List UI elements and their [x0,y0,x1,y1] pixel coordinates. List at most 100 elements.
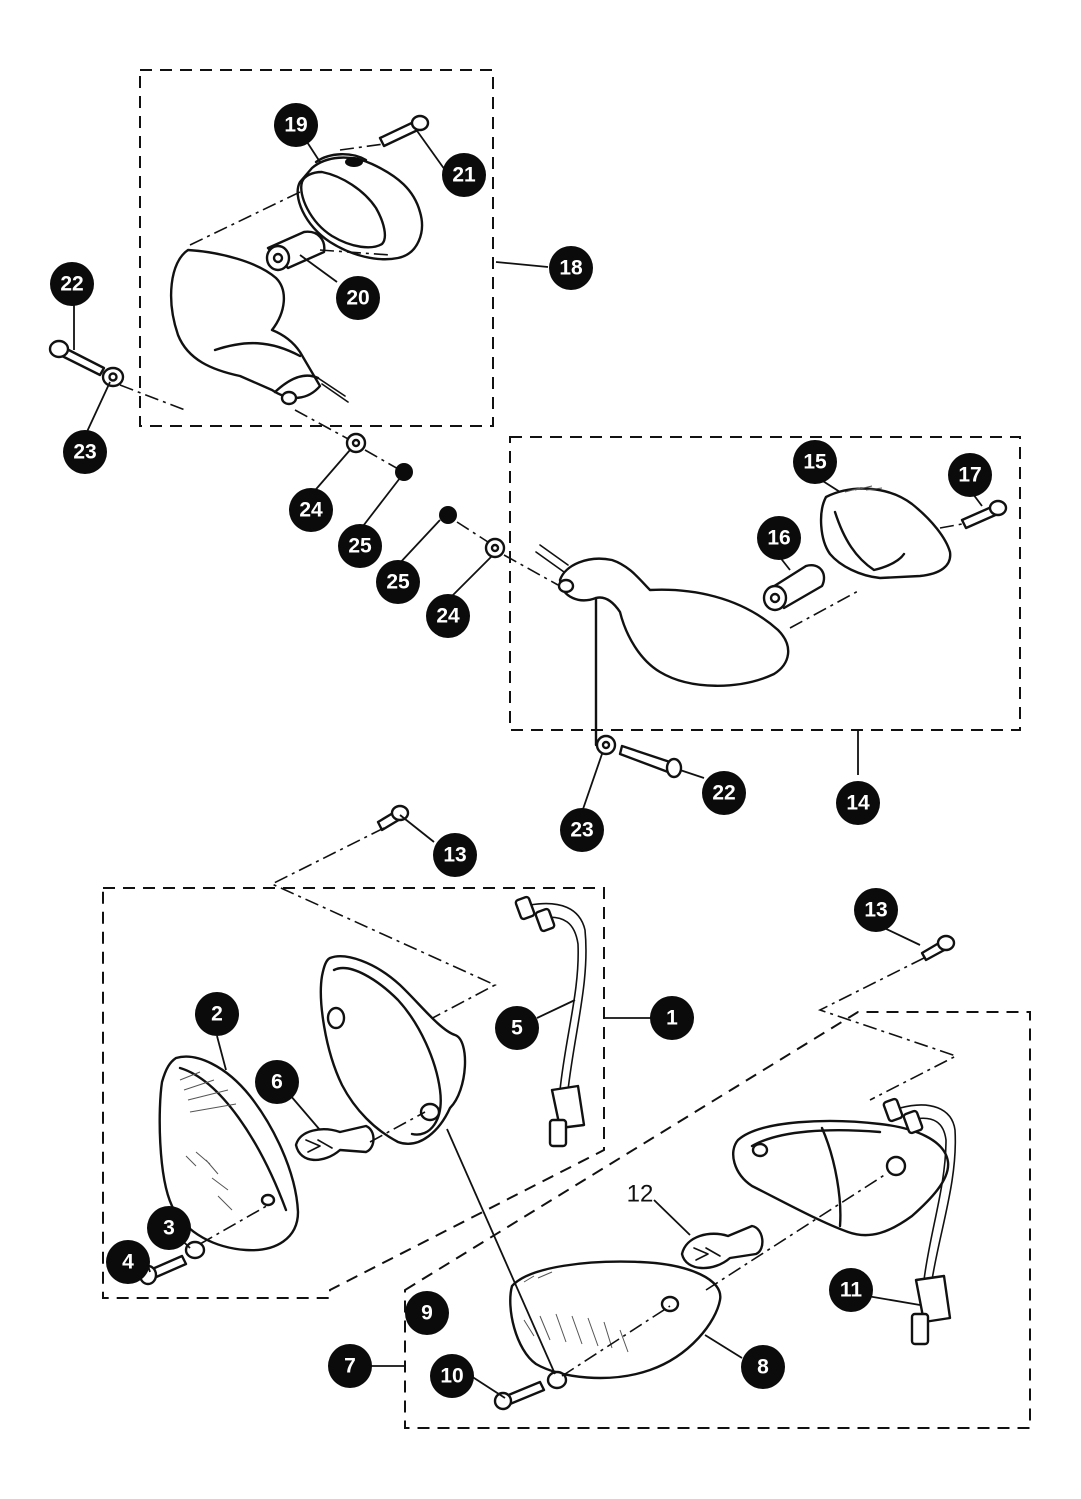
connector-11-top-b [902,1109,924,1135]
callout-22-left: 22 [50,262,94,306]
housing-14-hole [557,578,575,594]
callout-15: 15 [793,440,837,484]
svg-text:17: 17 [958,464,981,487]
callouts-layer: 19 21 18 20 22 23 24 25 15 17 16 25 24 2… [50,103,992,1398]
svg-text:7: 7 [344,1355,356,1378]
svg-text:16: 16 [767,527,790,550]
svg-text:24: 24 [436,605,460,628]
label-12: 12 [627,1181,654,1208]
housing-bolt-hole [280,390,298,406]
washer-23-lower [595,734,617,756]
screw-21 [378,114,430,148]
svg-text:13: 13 [864,899,887,922]
screw-13-lower [817,934,959,1101]
svg-text:23: 23 [570,819,593,842]
svg-text:20: 20 [346,287,369,310]
washer-24-lower [484,537,506,559]
lens-19-rim [300,170,387,249]
assembly-1-group [102,887,605,1299]
lens-15-ribs [844,485,883,493]
connector-5-top-b [534,907,556,933]
connector-5-plug [550,1084,586,1130]
svg-text:8: 8 [757,1356,769,1379]
assembly-14-wires [535,544,569,573]
svg-text:23: 23 [73,441,96,464]
callout-23-lower: 23 [560,808,604,852]
callout-17: 17 [948,453,992,497]
svg-text:15: 15 [803,451,827,474]
turn-signal-housing-rear [169,248,322,399]
housing-1-shape [319,955,467,1145]
svg-text:11: 11 [840,1279,863,1302]
svg-text:25: 25 [348,535,372,558]
housing-7-hole [751,1142,769,1158]
assembly-7-group [404,1011,1031,1429]
connector-5-pin [548,1118,568,1148]
callout-16: 16 [757,516,801,560]
nut-25-lower [439,506,457,524]
assembly-18-boundary [139,69,494,427]
callout-4: 4 [106,1240,150,1284]
callout-18: 18 [549,246,593,290]
housing-wires [317,377,349,403]
lens-2-screw-hole [260,1193,276,1207]
callout-11: 11 [829,1268,873,1312]
svg-text:4: 4 [122,1251,134,1274]
turn-signal-housing-14 [558,557,790,687]
washer-nut-upper [294,409,413,481]
housing-stalk-lines [213,341,320,394]
callout-14: 14 [836,781,880,825]
lens-8-hatch [523,1271,629,1353]
screw-13-upper [270,804,497,1023]
assembly-1-guide [199,1111,426,1245]
assembly-7-boundary [404,1011,1031,1429]
callout-24-upper: 24 [289,488,333,532]
callout-25-lower: 25 [376,560,420,604]
callout-9: 9 [405,1291,449,1335]
bolt-22-left [48,339,186,411]
assembly-18-group [139,69,494,427]
callout-23-left: 23 [63,430,107,474]
svg-text:10: 10 [440,1365,463,1388]
svg-text:5: 5 [511,1017,523,1040]
connector-11-plug [914,1274,952,1324]
callout-21: 21 [442,153,486,197]
assembly-18-guide-3 [339,143,385,151]
svg-text:24: 24 [299,499,323,522]
svg-text:1: 1 [666,1007,678,1030]
lens-2-hatch [179,1071,237,1211]
housing-1-hole-bottom [419,1102,441,1122]
washer-24-upper [345,432,367,454]
housing-7-shape [732,1119,950,1237]
assembly-1-boundary [102,887,605,1299]
svg-text:2: 2 [211,1003,223,1026]
callout-25-upper: 25 [338,524,382,568]
washer-9 [546,1370,568,1390]
nut-25-upper [395,463,413,481]
callout-20: 20 [336,276,380,320]
svg-text:25: 25 [386,571,410,594]
lens-8-hole [660,1295,680,1313]
connector-11-pin [910,1312,930,1346]
assembly-14-group [509,436,1021,747]
callout-22-lower: 22 [702,771,746,815]
connector-11-top-a [882,1097,904,1123]
lens-19-top [314,153,368,164]
bulb-20 [265,230,326,272]
screw-17 [960,499,1008,530]
bulb-12 [680,1224,764,1270]
svg-text:13: 13 [443,844,466,867]
svg-text:6: 6 [271,1071,283,1094]
callout-1: 1 [650,996,694,1040]
callout-13-upper: 13 [433,833,477,877]
callout-7: 7 [328,1344,372,1388]
assembly-18-guide-2 [319,249,391,256]
svg-text:22: 22 [60,273,83,296]
housing-1-rim [332,967,442,1136]
wire-harness-5 [529,902,587,1091]
wire-harness-11 [899,1104,957,1281]
svg-text:21: 21 [452,164,476,187]
callout-5: 5 [495,1006,539,1050]
lens-15-shape [819,487,952,580]
